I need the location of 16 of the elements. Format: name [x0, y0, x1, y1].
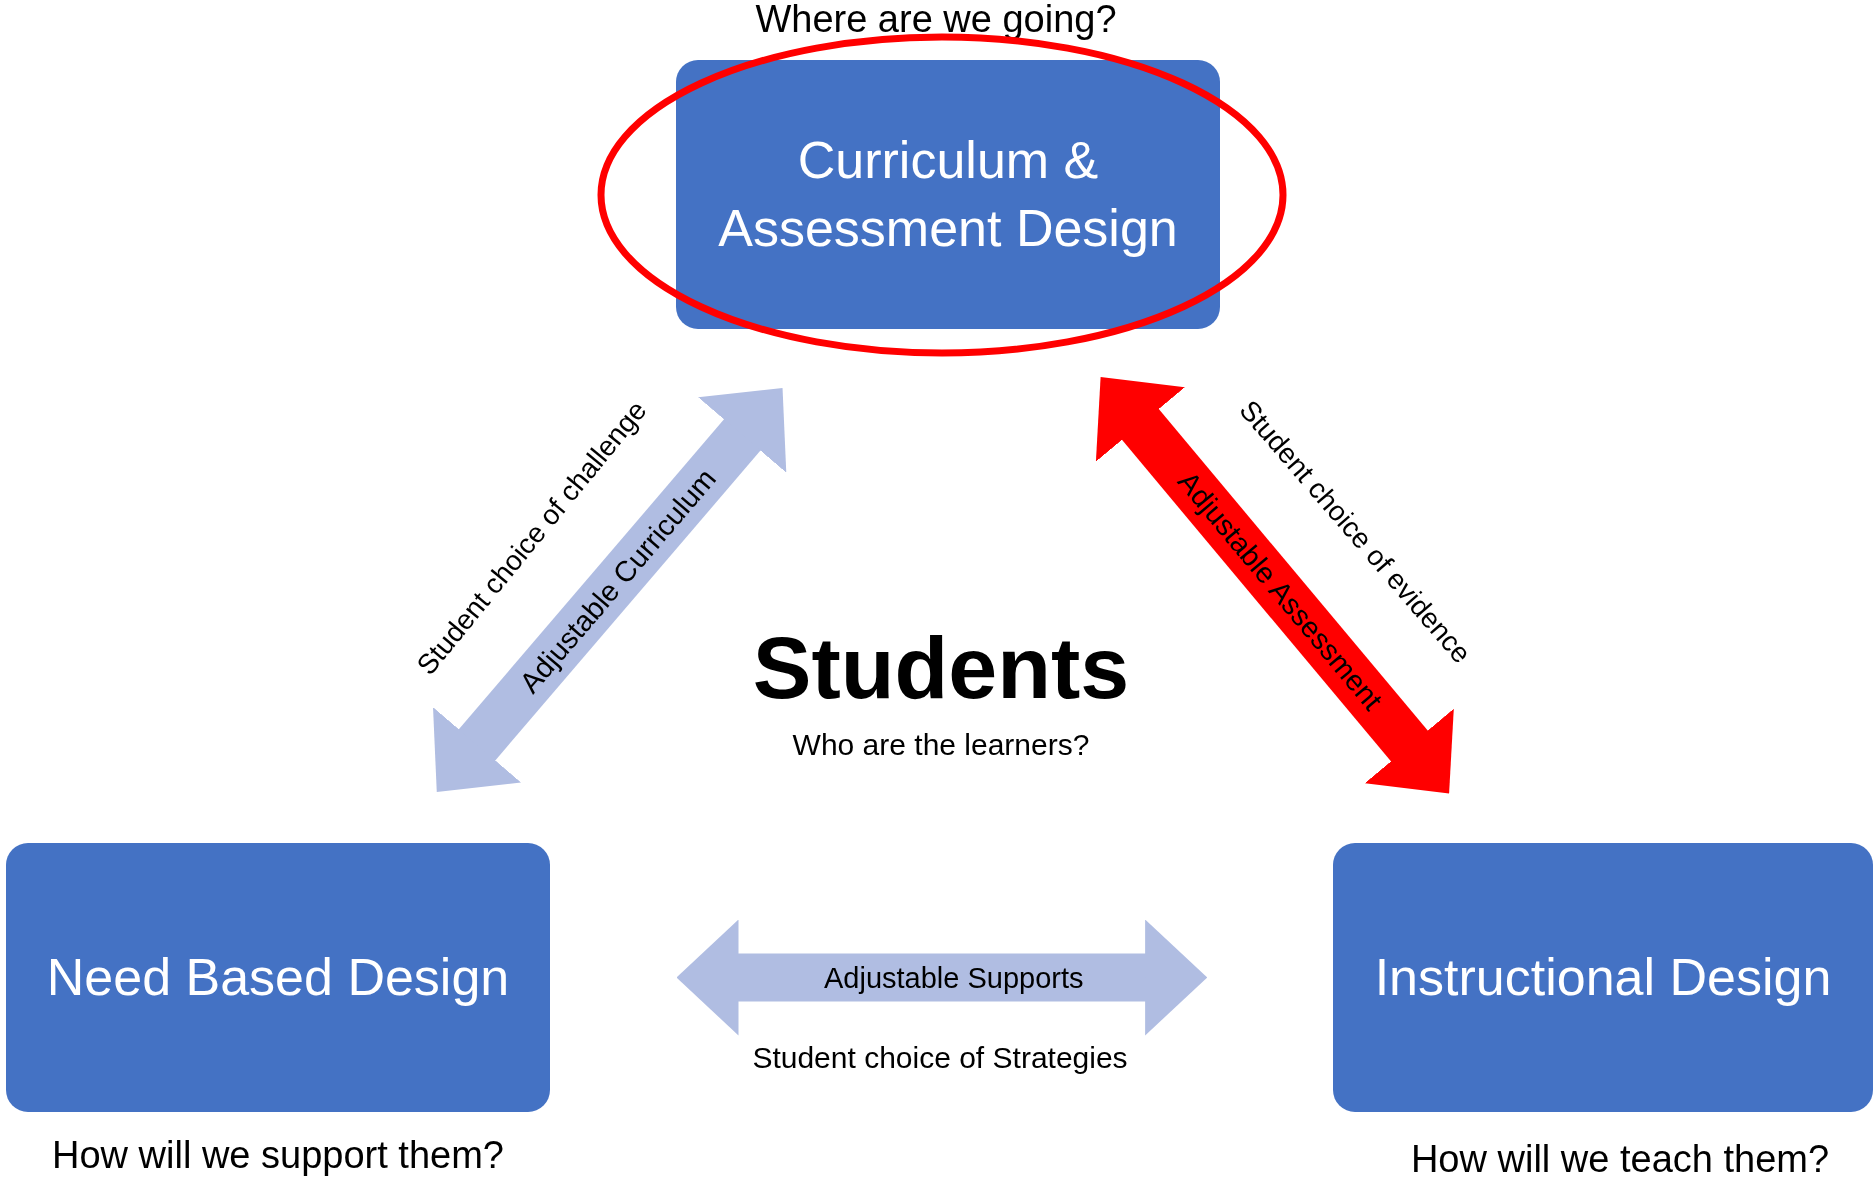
process-box: [1333, 843, 1873, 1112]
process-box: [676, 60, 1220, 329]
double-arrow: [676, 919, 1208, 1036]
guiding-question: How will we teach them?: [1410, 1140, 1830, 1178]
edge-label: Adjustable Supports: [823, 963, 1084, 992]
box-title: Instructional Design: [1374, 946, 1832, 1008]
box-title: Need Based Design: [46, 946, 510, 1008]
annotation-text: Student choice of Strategies: [752, 1043, 1128, 1073]
double-arrow: [433, 387, 787, 792]
center-title: Students: [752, 624, 1130, 712]
guiding-question: How will we support them?: [52, 1136, 504, 1174]
guiding-question: Where are we going?: [755, 0, 1117, 38]
annotation-text: Who are the learners?: [792, 730, 1090, 760]
box-title: Curriculum & Assessment Design: [717, 129, 1179, 259]
double-arrow: [1095, 376, 1454, 794]
process-box: [6, 843, 550, 1112]
